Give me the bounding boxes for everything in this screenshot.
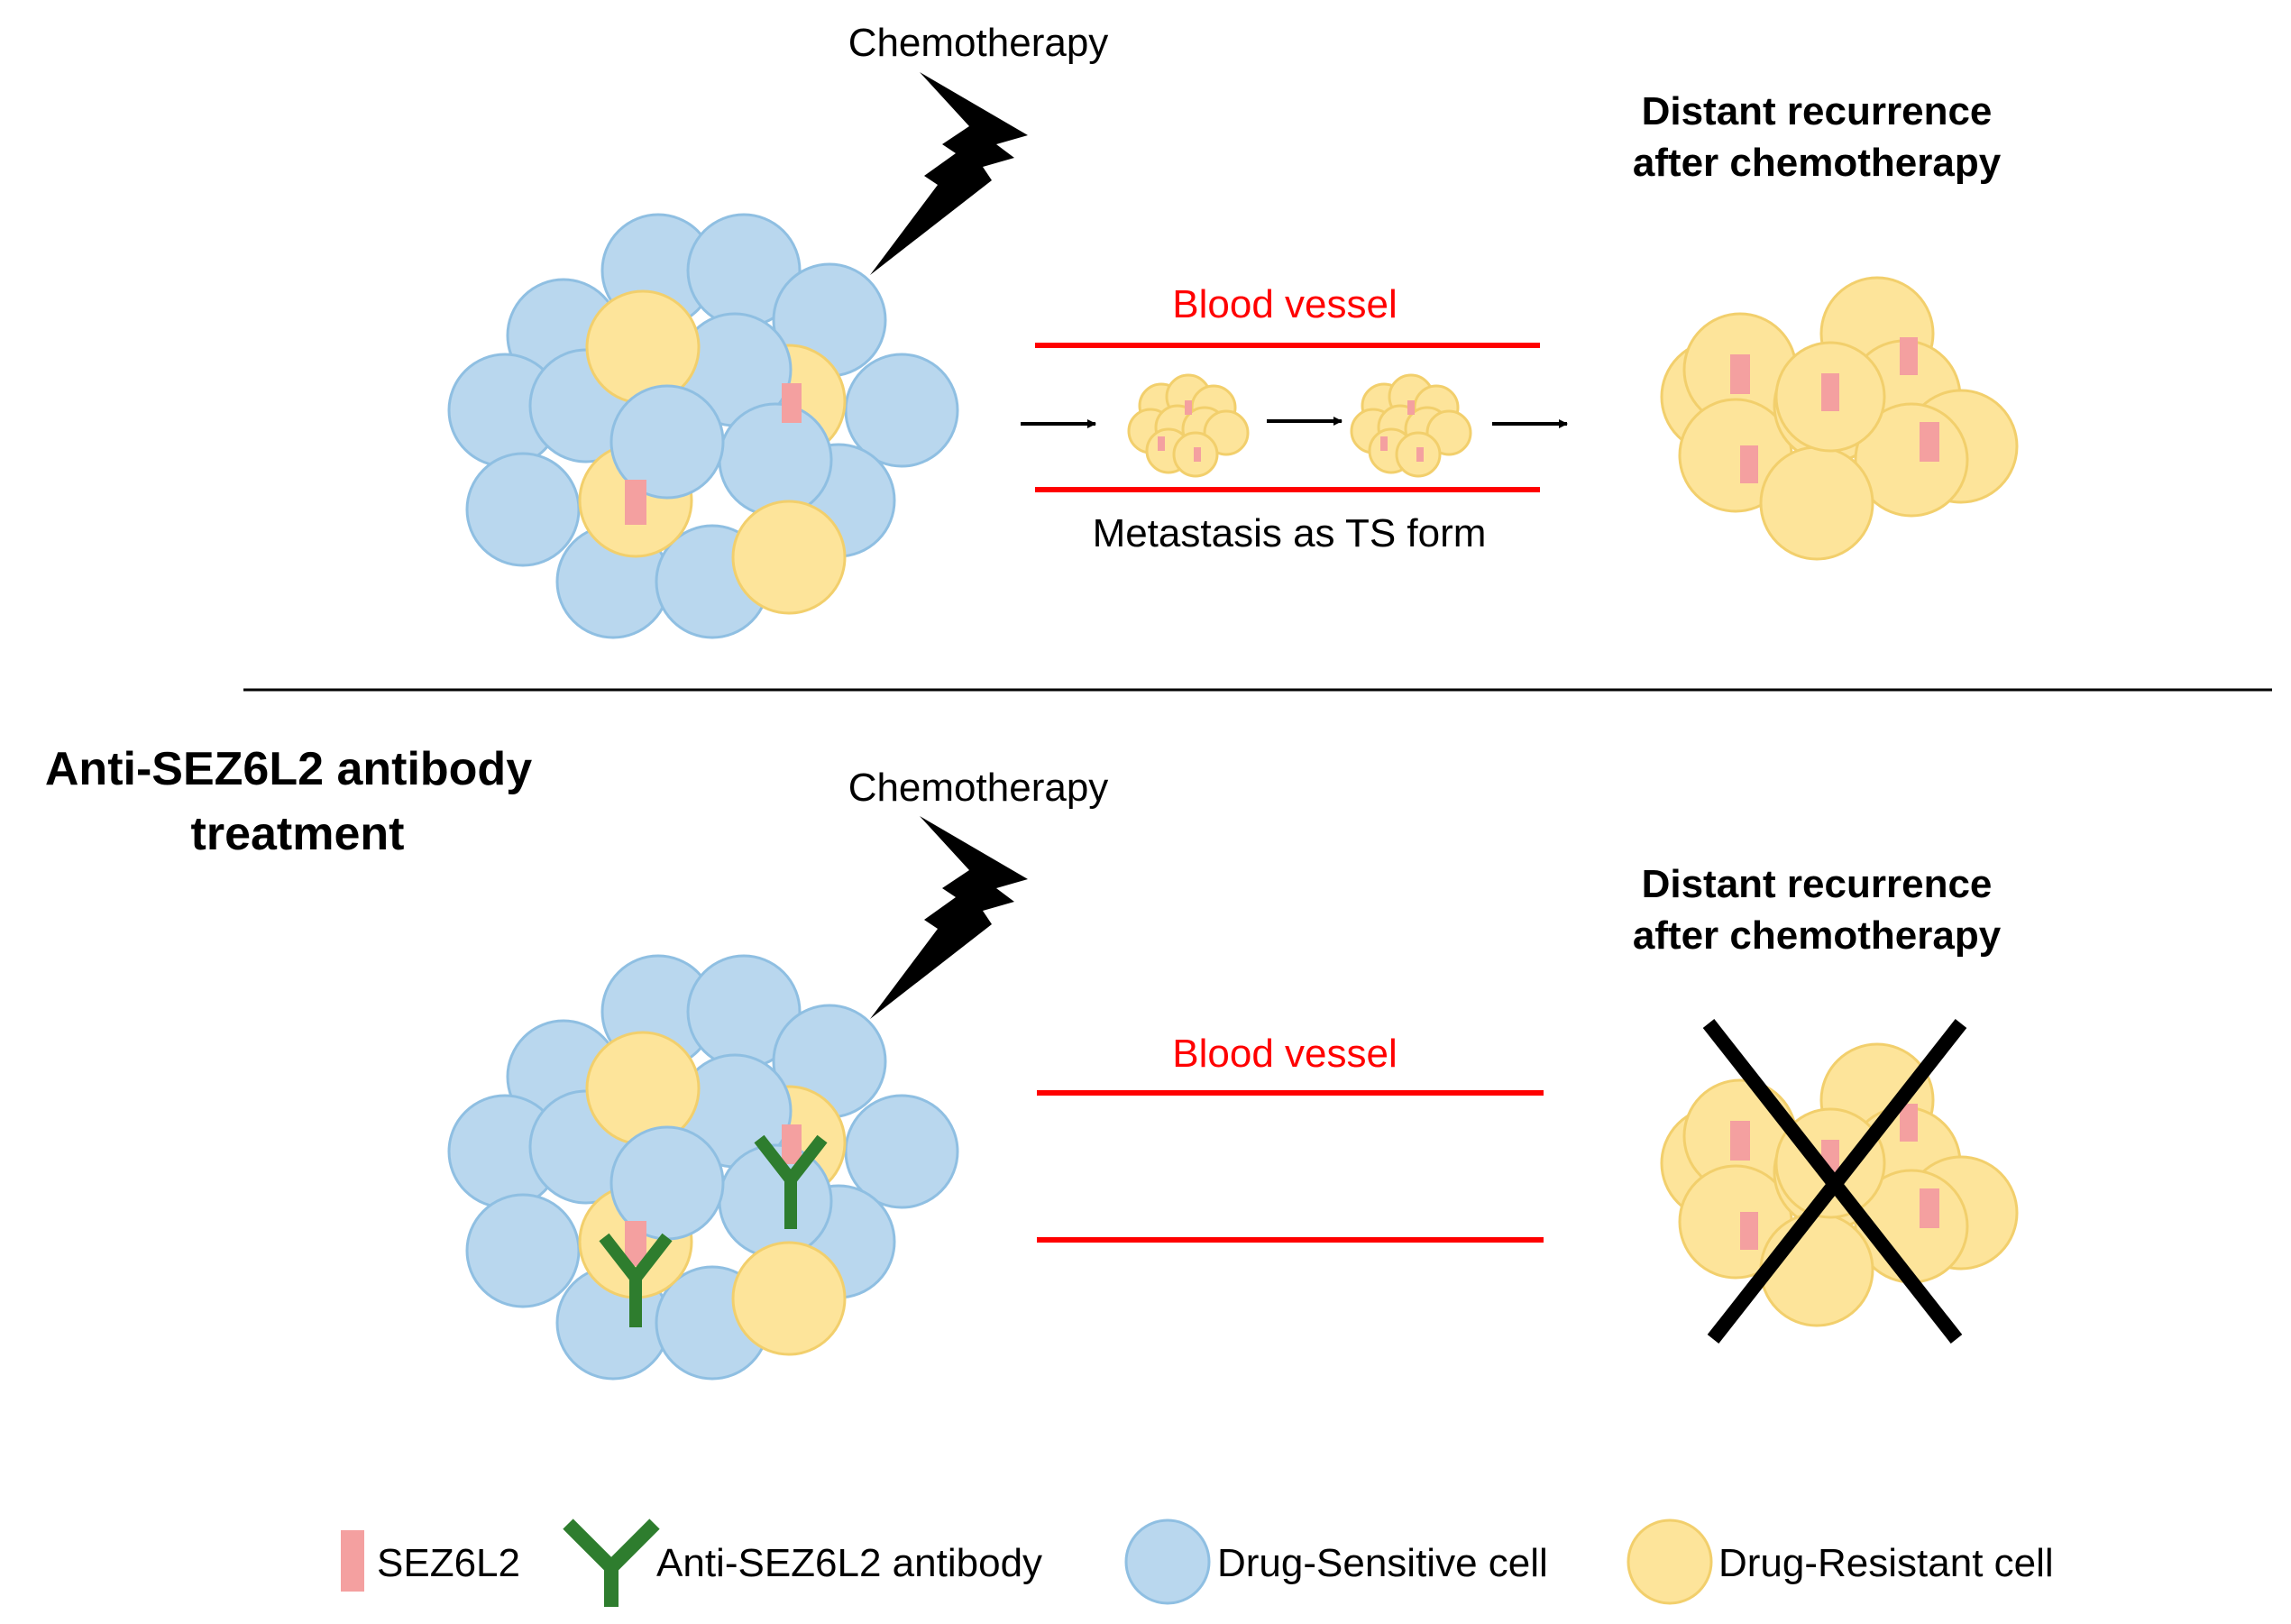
legend-sez6l2-label: SEZ6L2	[377, 1541, 520, 1585]
sez6l2-marker	[1821, 373, 1839, 411]
legend-resistant-label: Drug-Resistant cell	[1718, 1541, 2054, 1585]
legend-sez6l2-swatch	[341, 1530, 364, 1592]
drug-resistant-cell	[585, 1031, 701, 1146]
antibody-y-icon	[599, 1233, 673, 1327]
drug-sensitive-cell	[465, 452, 581, 567]
sez6l2-marker	[1158, 436, 1165, 451]
circulating-cluster	[1350, 373, 1472, 478]
legend-sensitive-swatch	[1124, 1518, 1211, 1605]
top-chemotherapy-label: Chemotherapy	[848, 21, 1109, 65]
sez6l2-marker	[1920, 1188, 1939, 1228]
lightning-bolt-icon	[870, 816, 1028, 1019]
sez6l2-marker	[1730, 354, 1750, 394]
bottom-recurrence-title-line1: Distant recurrence	[1642, 862, 1993, 906]
drug-sensitive-cell	[465, 1193, 581, 1308]
drug-sensitive-cell	[844, 353, 959, 468]
top-recurrence-title-line2: after chemotherapy	[1633, 141, 2002, 185]
antibody-y-icon	[563, 1518, 660, 1607]
drug-resistant-cell	[731, 1241, 847, 1356]
antibody-y-icon	[754, 1134, 828, 1229]
top-blood-vessel-label: Blood vessel	[1172, 282, 1397, 326]
sez6l2-marker	[625, 480, 646, 525]
sez6l2-marker	[1407, 400, 1415, 415]
metastasis-label: Metastasis as TS form	[1093, 511, 1487, 555]
primary-tumor-treated	[447, 954, 959, 1381]
bottom-blood-vessel-label: Blood vessel	[1172, 1032, 1397, 1076]
bottom-recurrence-title-line2: after chemotherapy	[1633, 913, 2002, 958]
sez6l2-marker	[1185, 400, 1192, 415]
treatment-title-line1: Anti-SEZ6L2 antibody	[45, 743, 532, 795]
cross-x-icon	[1702, 1019, 1967, 1344]
legend-antibody-label: Anti-SEZ6L2 antibody	[656, 1541, 1042, 1585]
top-panel: Chemotherapy Blood vessel Metastasis as …	[447, 21, 2019, 639]
circulating-cluster	[1127, 373, 1250, 478]
drug-sensitive-cell	[844, 1094, 959, 1209]
drug-sensitive-cell	[609, 384, 725, 500]
sez6l2-marker	[1920, 422, 1939, 462]
sez6l2-marker	[1900, 1104, 1918, 1142]
drug-resistant-cell	[585, 289, 701, 405]
sez6l2-marker	[1900, 337, 1918, 375]
sez6l2-marker	[1740, 445, 1758, 483]
bottom-panel: Anti-SEZ6L2 antibody treatment Chemother…	[45, 743, 2019, 1381]
top-recurrence-title-line1: Distant recurrence	[1642, 89, 1993, 133]
legend-resistant-swatch	[1627, 1518, 1713, 1605]
sez6l2-marker	[1730, 1121, 1750, 1161]
sez6l2-marker	[1380, 436, 1388, 451]
bottom-chemotherapy-label: Chemotherapy	[848, 766, 1109, 810]
sez6l2-marker	[1194, 447, 1201, 462]
legend-sensitive-label: Drug-Sensitive cell	[1217, 1541, 1548, 1585]
primary-tumor	[447, 213, 959, 639]
treatment-title-line2: treatment	[191, 808, 405, 860]
drug-sensitive-cell	[718, 402, 833, 518]
sez6l2-marker	[1740, 1212, 1758, 1250]
lightning-bolt-icon	[870, 72, 1028, 275]
drug-resistant-cell	[1759, 1212, 1874, 1327]
sez6l2-marker	[782, 383, 802, 423]
drug-resistant-cell	[731, 500, 847, 615]
sez6l2-marker	[1416, 447, 1424, 462]
legend: SEZ6L2 Anti-SEZ6L2 antibody Drug-Sensiti…	[341, 1518, 2054, 1607]
recurrent-tumor	[1660, 276, 2019, 561]
sez6l2-marker	[782, 1124, 802, 1164]
drug-resistant-cell	[1759, 445, 1874, 561]
